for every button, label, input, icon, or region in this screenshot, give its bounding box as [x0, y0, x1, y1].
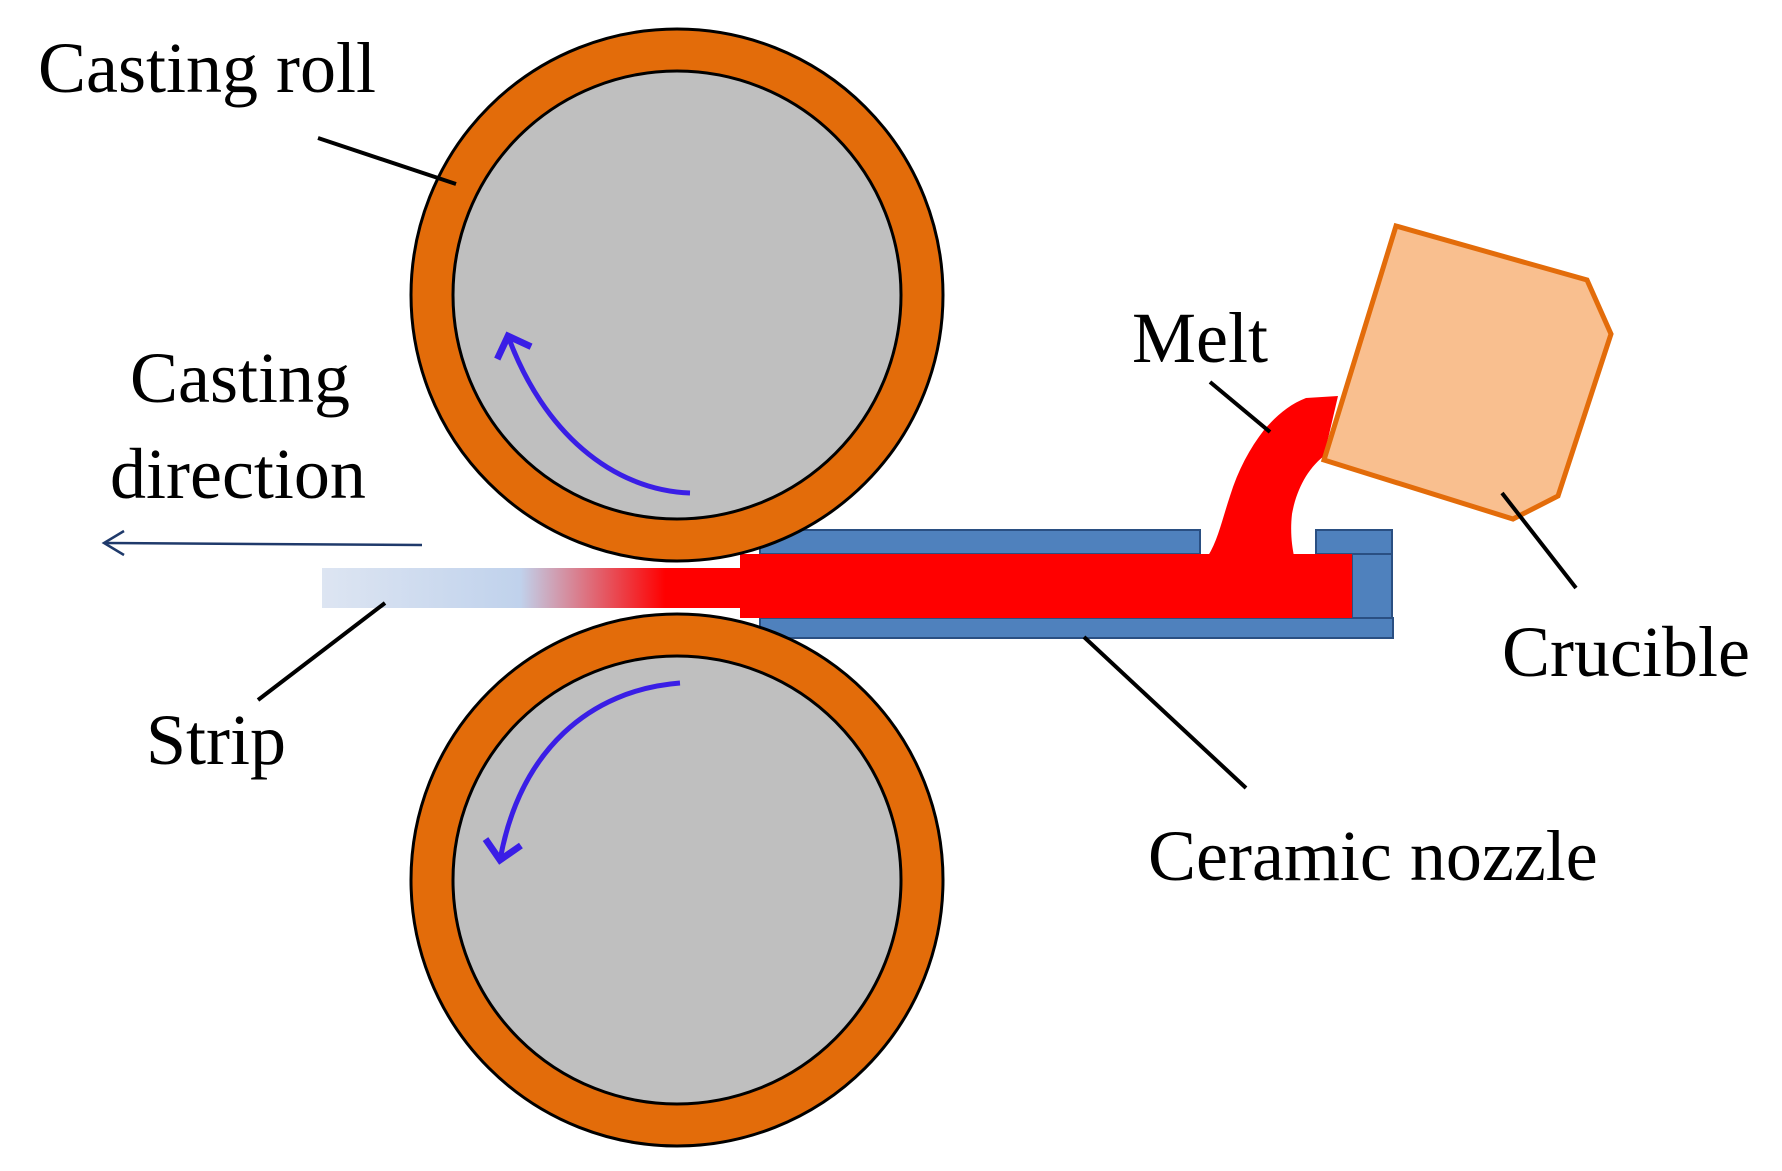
- melt-pour-stream: [1208, 396, 1338, 556]
- casting-direction-label-line2: direction: [110, 434, 366, 514]
- crucible-label: Crucible: [1502, 612, 1750, 692]
- upper-casting-roll: [409, 27, 945, 563]
- nozzle-top-wall-right: [1315, 529, 1393, 555]
- crucible: [1320, 222, 1614, 522]
- strip: [322, 568, 762, 608]
- lower-rotation-arrow: [482, 680, 681, 865]
- ceramic-nozzle-label: Ceramic nozzle: [1148, 816, 1598, 896]
- strip-label: Strip: [146, 700, 286, 780]
- lower-casting-roll: [409, 612, 945, 1148]
- nozzle-end-wall: [1351, 553, 1393, 621]
- nozzle-top-wall: [759, 529, 1201, 555]
- casting-roll-label: Casting roll: [38, 28, 376, 108]
- leader-lines: [256, 136, 1578, 790]
- ceramic-nozzle: [759, 529, 1394, 639]
- melt-leader: [1208, 380, 1272, 434]
- melt: [740, 396, 1352, 618]
- upper-rotation-arrow: [494, 331, 691, 496]
- crucible-leader: [1500, 491, 1578, 590]
- casting-direction-arrow: [101, 529, 423, 557]
- casting-direction-label-line1: Casting: [130, 338, 350, 418]
- melt-label: Melt: [1132, 298, 1268, 378]
- casting-roll-leader: [317, 136, 457, 186]
- ceramic-nozzle-leader: [1082, 635, 1248, 790]
- lower-roll-core: [451, 654, 903, 1106]
- upper-roll-core: [451, 69, 903, 521]
- strip-leader: [256, 601, 387, 702]
- nozzle-bottom-wall: [759, 617, 1394, 639]
- melt-channel: [740, 554, 1352, 618]
